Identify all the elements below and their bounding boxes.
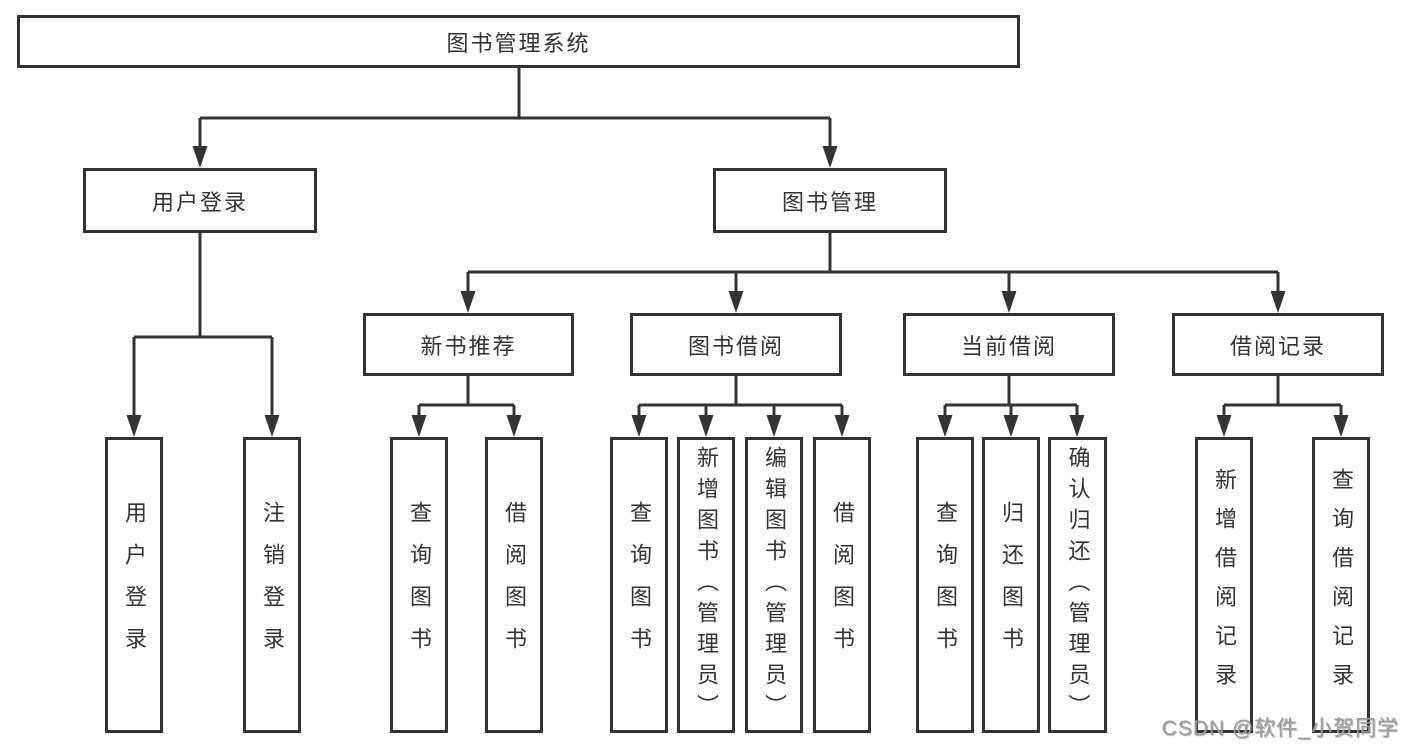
- leaf-query-borrow-record: 查询借阅记录: [1312, 437, 1370, 733]
- leaf-logout: 注销登录: [243, 437, 301, 733]
- leaf-return-books: 归还图书: [982, 437, 1040, 733]
- node-current-borrowing: 当前借阅: [903, 313, 1115, 376]
- leaf-label: 新增借阅记录: [1212, 468, 1237, 702]
- node-user-login: 用户登录: [83, 168, 317, 233]
- leaf-add-borrow-record: 新增借阅记录: [1195, 437, 1253, 733]
- leaf-query-books-current: 查询图书: [916, 437, 974, 733]
- leaf-borrow-books: 借阅图书: [813, 437, 871, 733]
- leaf-label: 借阅图书: [830, 501, 855, 669]
- leaf-query-books-borrowing: 查询图书: [610, 437, 668, 733]
- watermark: CSDN @软件_小贺同学: [1161, 717, 1399, 740]
- leaf-user-login: 用户登录: [105, 437, 163, 733]
- node-book-borrowing: 图书借阅: [630, 313, 842, 376]
- leaf-borrow-books-recommend: 借阅图书: [485, 437, 543, 733]
- leaf-confirm-return-admin: 确认归还（管理员）: [1048, 437, 1107, 733]
- leaf-label: 查询图书: [933, 501, 958, 669]
- leaf-label: 注销登录: [260, 501, 285, 669]
- leaf-label: 新增图书（管理员）: [694, 445, 719, 725]
- leaf-query-books-recommend: 查询图书: [390, 437, 448, 733]
- leaf-label: 借阅图书: [502, 501, 527, 669]
- leaf-label: 归还图书: [999, 501, 1024, 669]
- node-new-book-recommend: 新书推荐: [363, 313, 574, 376]
- node-borrow-records: 借阅记录: [1172, 313, 1384, 376]
- node-library-management-system: 图书管理系统: [17, 15, 1020, 68]
- leaf-label: 编辑图书（管理员）: [762, 445, 787, 725]
- leaf-add-books-admin: 新增图书（管理员）: [677, 437, 735, 733]
- leaf-label: 查询图书: [627, 501, 652, 669]
- node-book-management: 图书管理: [713, 168, 947, 233]
- leaf-label: 查询图书: [407, 501, 432, 669]
- leaf-label: 确认归还（管理员）: [1065, 445, 1091, 725]
- leaf-edit-books-admin: 编辑图书（管理员）: [745, 437, 803, 733]
- leaf-label: 查询借阅记录: [1329, 468, 1354, 702]
- leaf-label: 用户登录: [122, 501, 147, 669]
